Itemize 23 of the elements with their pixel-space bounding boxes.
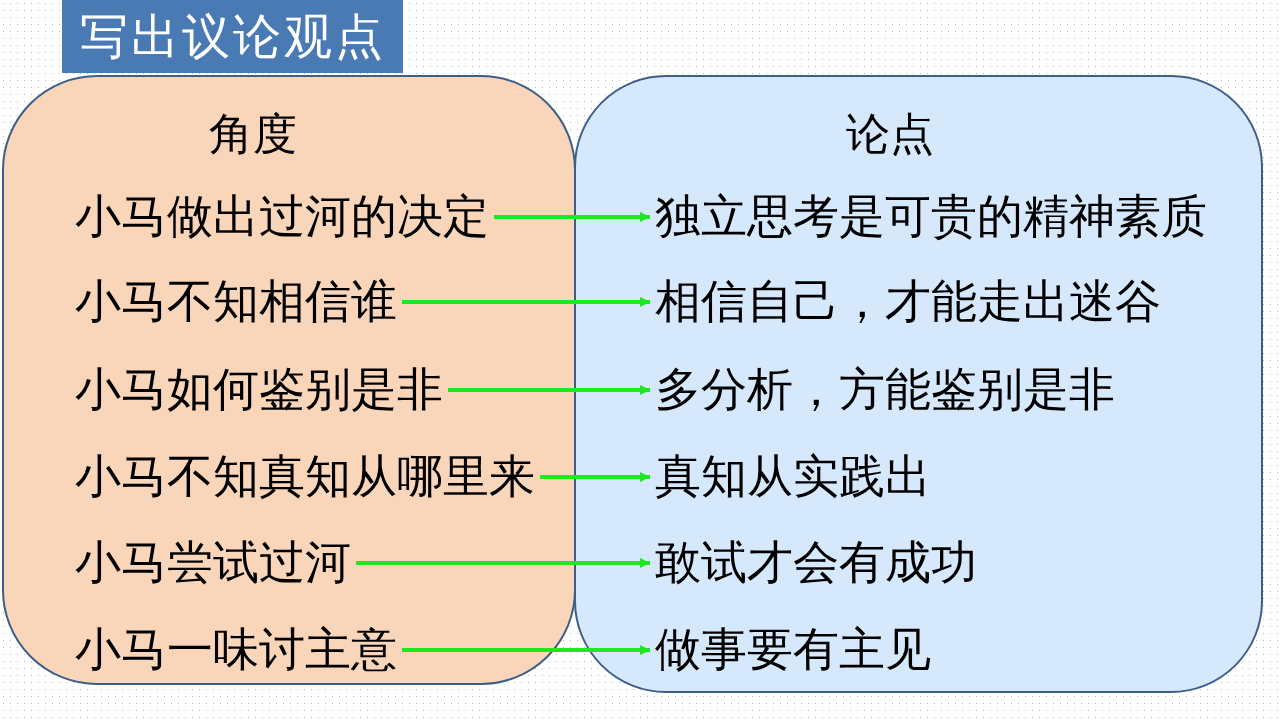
thesis-text: 多分析，方能鉴别是非 bbox=[655, 362, 1115, 418]
arrow bbox=[494, 212, 650, 222]
thesis-text: 独立思考是可贵的精神素质 bbox=[655, 189, 1207, 245]
arrow bbox=[540, 472, 650, 482]
angle-text: 小马一味讨主意 bbox=[75, 622, 397, 678]
thesis-text: 真知从实践出 bbox=[655, 449, 931, 505]
panel-heading: 论点 bbox=[846, 109, 934, 161]
angle-text: 小马尝试过河 bbox=[75, 535, 351, 591]
panel-heading: 角度 bbox=[209, 109, 297, 161]
arrow bbox=[448, 385, 650, 395]
thesis-text: 敢试才会有成功 bbox=[655, 535, 977, 591]
angle-text: 小马不知相信谁 bbox=[75, 274, 397, 330]
thesis-text: 做事要有主见 bbox=[655, 622, 931, 678]
thesis-text: 相信自己，才能走出迷谷 bbox=[655, 274, 1161, 330]
angle-text: 小马做出过河的决定 bbox=[75, 189, 489, 245]
arrow bbox=[402, 645, 650, 655]
angle-text: 小马如何鉴别是非 bbox=[75, 362, 443, 418]
rounded-panel bbox=[2, 75, 576, 685]
title-banner: 写出议论观点 bbox=[62, 0, 403, 73]
angle-text: 小马不知真知从哪里来 bbox=[75, 449, 535, 505]
arrow bbox=[402, 297, 650, 307]
arrow bbox=[356, 558, 650, 568]
rounded-panel bbox=[574, 75, 1263, 693]
